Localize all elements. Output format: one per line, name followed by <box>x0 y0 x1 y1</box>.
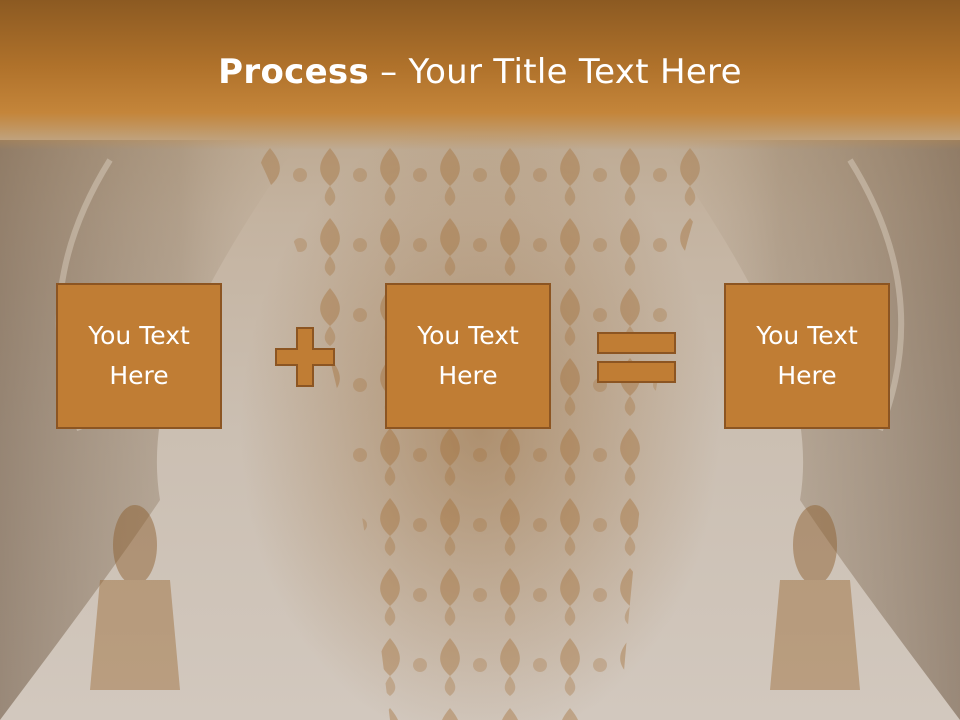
title-bar <box>0 0 960 150</box>
slide-title-rest: – Your Title Text Here <box>369 52 742 92</box>
plus-icon <box>275 327 335 387</box>
slide-title[interactable]: Process – Your Title Text Here <box>0 52 960 92</box>
process-box-2[interactable]: You Text Here <box>385 283 551 429</box>
process-box-1-label: You Text Here <box>88 321 190 390</box>
process-box-2-label: You Text Here <box>417 321 519 390</box>
equals-icon <box>597 332 676 383</box>
process-box-1[interactable]: You Text Here <box>56 283 222 429</box>
process-box-3[interactable]: You Text Here <box>724 283 890 429</box>
process-box-3-label: You Text Here <box>756 321 858 390</box>
slide-title-bold: Process <box>218 52 370 92</box>
